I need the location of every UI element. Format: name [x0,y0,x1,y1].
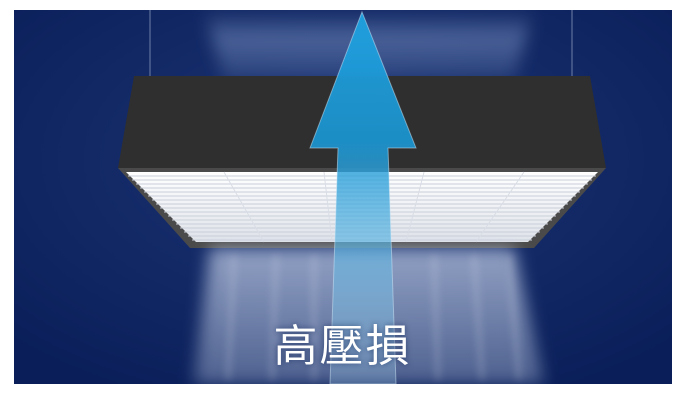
up-arrow-icon [309,10,417,384]
airflow-streaks [226,254,521,381]
pressure-loss-label: 高壓損 [273,321,412,372]
filter-airflow-scene [14,10,672,384]
filter-illustration [14,10,672,384]
